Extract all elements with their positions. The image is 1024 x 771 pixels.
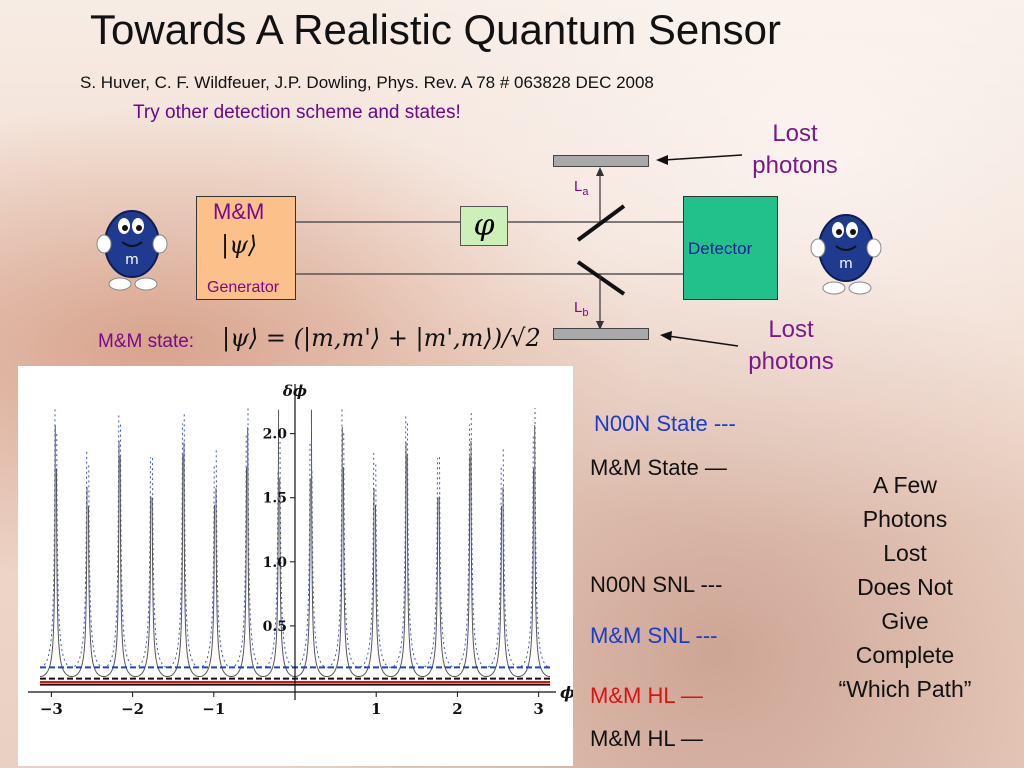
x-tick-label-3: 1 (371, 700, 381, 718)
state-label: M&M state: (98, 331, 195, 352)
lost-photons-top-line2: photons (752, 152, 838, 179)
label-la-sub: a (582, 186, 589, 198)
note-line-5: Give (881, 608, 929, 634)
legend-n00n-state: N00N State --- (594, 411, 736, 436)
state-formula: |ψ⟩ = (|m,m'⟩ + |m',m⟩)/√2 (222, 324, 541, 352)
note-line-2: Photons (862, 506, 948, 532)
detector-box: Detector (683, 196, 778, 300)
legend-mm-snl: M&M SNL --- (590, 623, 718, 648)
lost-photons-bottom-line2: photons (748, 348, 834, 375)
x-axis-label: ϕ (560, 683, 573, 702)
legend-n00n-snl: N00N SNL --- (590, 572, 723, 597)
svg-text:m: m (125, 252, 139, 268)
beam-splitter-a (576, 204, 626, 242)
lost-photons-top-line1: Lost (772, 120, 818, 147)
y-axis-label: δϕ (282, 382, 307, 400)
lost-photons-top: Lost photons (730, 118, 860, 182)
note-line-6: Complete (855, 642, 955, 668)
x-tick-label-0: −3 (40, 700, 63, 718)
mm-character-left: m (96, 210, 168, 291)
mm-character-right: m (810, 214, 882, 295)
legend-mm-state: M&M State — (590, 455, 727, 480)
mirror-top (553, 155, 649, 167)
mirror-bottom (553, 328, 649, 340)
svg-text:m: m (839, 256, 853, 272)
citation: S. Huver, C. F. Wildfeuer, J.P. Dowling,… (80, 73, 654, 92)
note-line-7: “Which Path” (838, 676, 972, 702)
generator-ket: |ψ⟩ (221, 231, 258, 259)
x-tick-label-1: −2 (121, 700, 144, 718)
generator-label: Generator (207, 279, 280, 296)
detector-label: Detector (688, 239, 753, 258)
series-curve-1 (40, 409, 550, 678)
plot-panel: 0.5 1.0 1.5 2.0 −3 −2 −1 1 2 3 δϕ ϕ (18, 366, 575, 766)
y-tick-label-1: 1.0 (263, 555, 288, 571)
phase-shifter: φ (460, 206, 508, 246)
lost-photons-bottom: Lost photons (726, 314, 856, 378)
label-la-main: L (574, 178, 583, 195)
y-tick-label-0: 0.5 (263, 619, 287, 635)
mm-generator-box: M&M |ψ⟩ Generator (196, 196, 296, 300)
y-tick-label-2: 1.5 (263, 491, 287, 507)
hint-text: Try other detection scheme and states! (133, 102, 461, 123)
label-lb: Lb (574, 299, 588, 319)
legend-mm-hl-red: M&M HL — (590, 683, 703, 708)
lost-photons-bottom-line1: Lost (768, 316, 814, 343)
which-path-note: A Few Photons Lost Does Not Give Complet… (820, 468, 990, 706)
delta-phi-plot: 0.5 1.0 1.5 2.0 −3 −2 −1 1 2 3 δϕ ϕ (28, 382, 575, 718)
note-line-1: A Few (873, 472, 937, 498)
label-la: La (574, 178, 588, 198)
note-line-4: Does Not (857, 574, 953, 600)
x-tick-label-4: 2 (452, 700, 462, 718)
legend-mm-hl-black: M&M HL — (590, 726, 703, 751)
x-tick-label-2: −1 (202, 700, 225, 718)
label-lb-main: L (574, 299, 583, 316)
note-line-3: Lost (883, 540, 927, 566)
beam-splitter-b (576, 260, 626, 296)
label-lb-sub: b (582, 307, 589, 319)
y-tick-label-3: 2.0 (263, 427, 288, 443)
slide-title: Towards A Realistic Quantum Sensor (90, 6, 781, 53)
generator-title: M&M (213, 199, 265, 224)
x-tick-label-5: 3 (533, 700, 543, 718)
